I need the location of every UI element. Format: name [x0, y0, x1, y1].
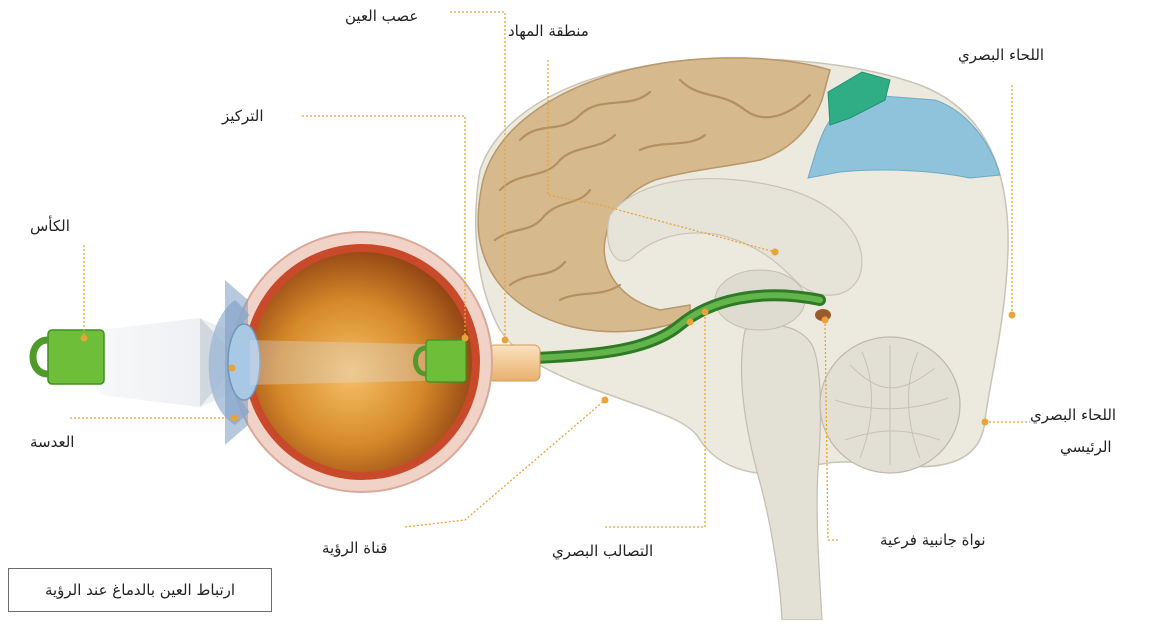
optic-nerve-stub [488, 345, 540, 381]
cup-image-outside [33, 330, 104, 384]
label-visual-cortex: اللحاء البصري [958, 45, 1044, 65]
label-primary-visual-cortex-2: الرئيسي [1060, 437, 1112, 457]
label-visual-canal: قناة الرؤية [322, 538, 387, 558]
caption-text: ارتباط العين بالدماغ عند الرؤية [45, 581, 235, 599]
label-optic-nerve: عصب العين [345, 6, 418, 26]
label-focus: التركيز [222, 106, 263, 126]
label-thalamus: منطقة المهاد [508, 21, 589, 41]
label-lateral-geniculate: نواة جانبية فرعية [880, 530, 986, 550]
label-primary-visual-cortex-1: اللحاء البصري [1030, 405, 1116, 425]
caption-box: ارتباط العين بالدماغ عند الرؤية [8, 568, 272, 612]
label-lens: العدسة [30, 432, 74, 452]
label-optic-chiasm: التصالب البصري [552, 541, 653, 561]
label-cup: الكأس [30, 216, 70, 236]
